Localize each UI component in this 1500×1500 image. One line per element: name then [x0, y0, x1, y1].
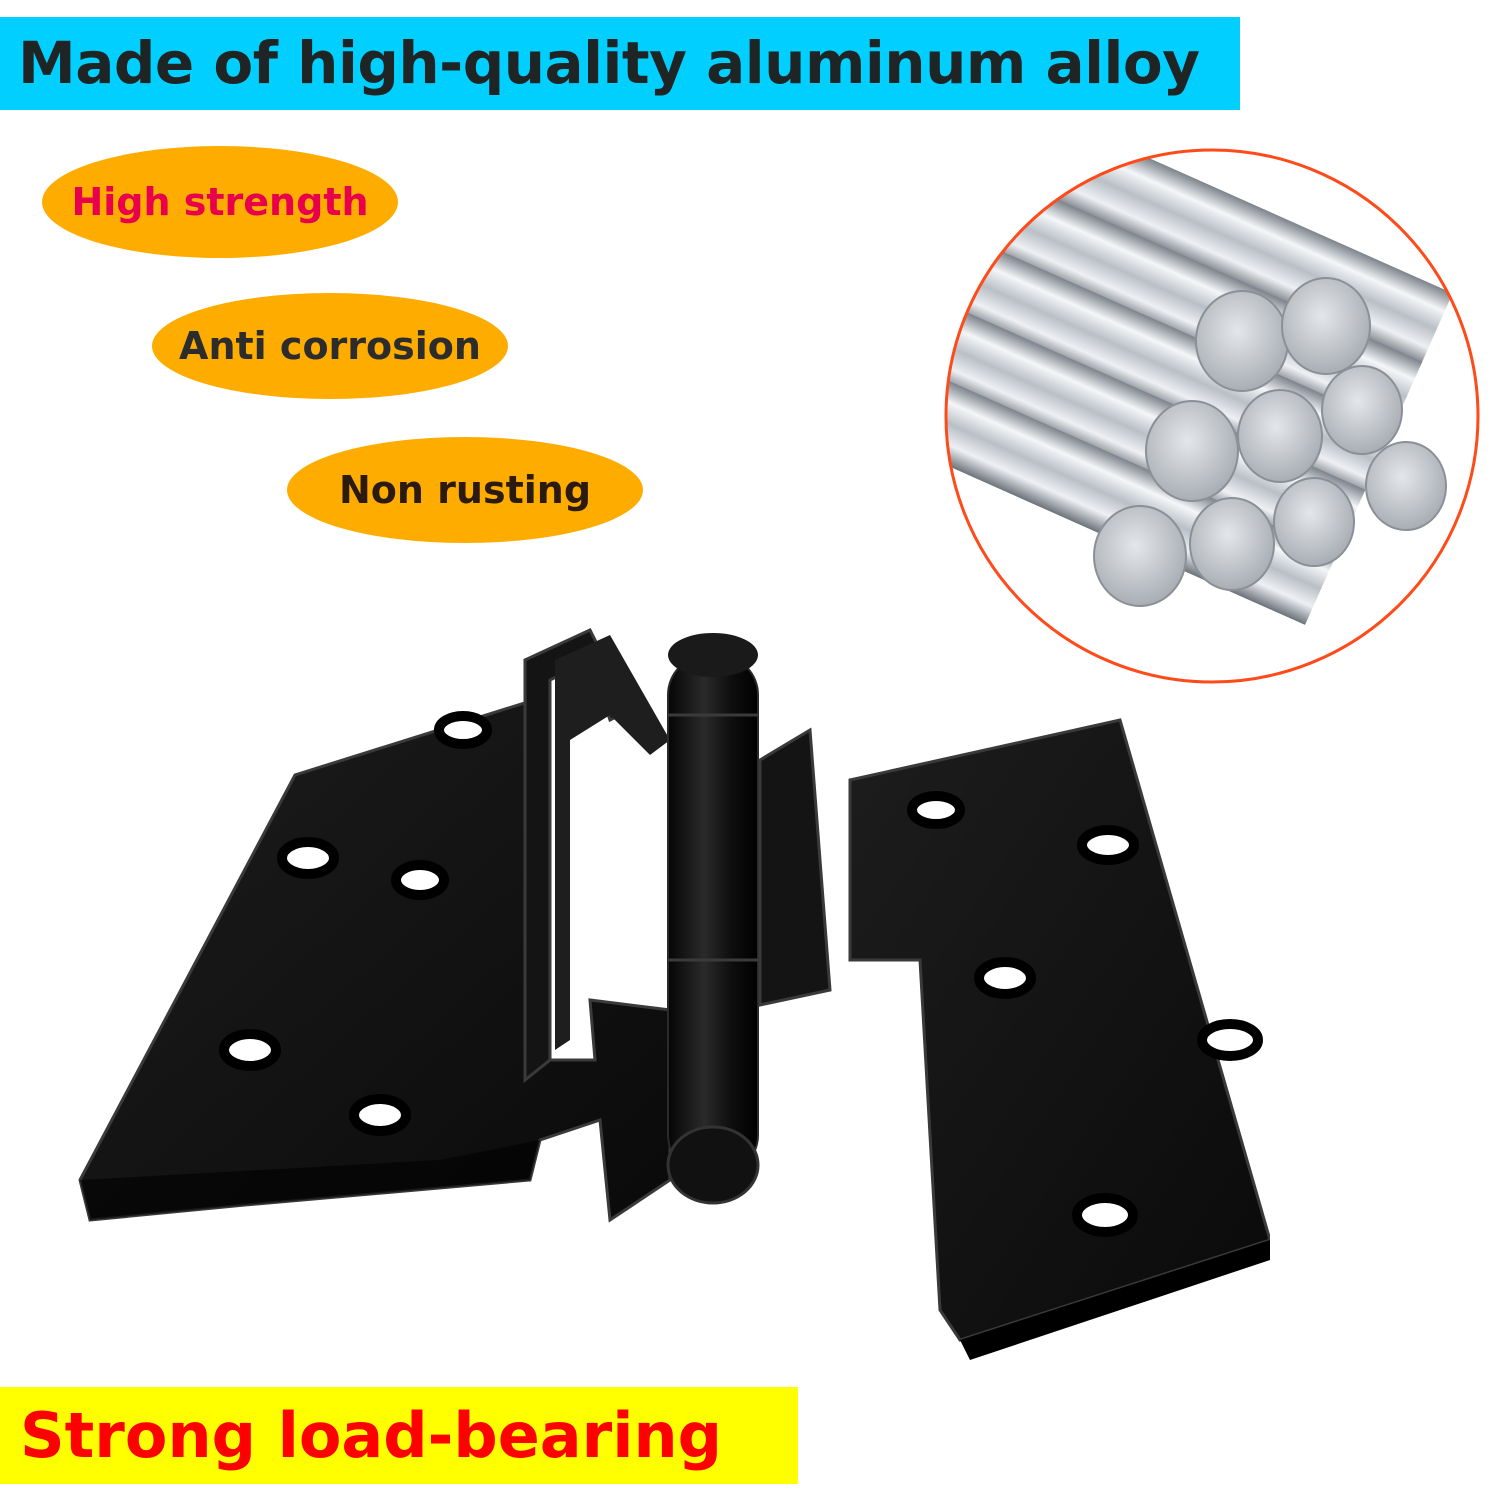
aluminum-rods-image: [944, 148, 1480, 684]
footer-banner: Strong load-bearing: [0, 1387, 798, 1484]
rod-caps: [1093, 277, 1447, 607]
door-hinge-image: [78, 628, 1270, 1360]
feature-label: Anti corrosion: [179, 324, 481, 368]
feature-label: Non rusting: [338, 468, 592, 512]
hinge-barrel: [666, 633, 760, 1205]
feature-pill-non-rusting: Non rusting: [287, 437, 643, 543]
circle-frame: [944, 148, 1480, 684]
feature-pill-high-strength: High strength: [42, 146, 398, 258]
headline-banner: Made of high-quality aluminum alloy: [0, 17, 1240, 110]
right-hinge-leaf: [758, 718, 1270, 1360]
feature-label: High strength: [71, 180, 369, 224]
left-hinge-leaf: [78, 628, 672, 1223]
feature-pill-anti-corrosion: Anti corrosion: [152, 293, 508, 399]
